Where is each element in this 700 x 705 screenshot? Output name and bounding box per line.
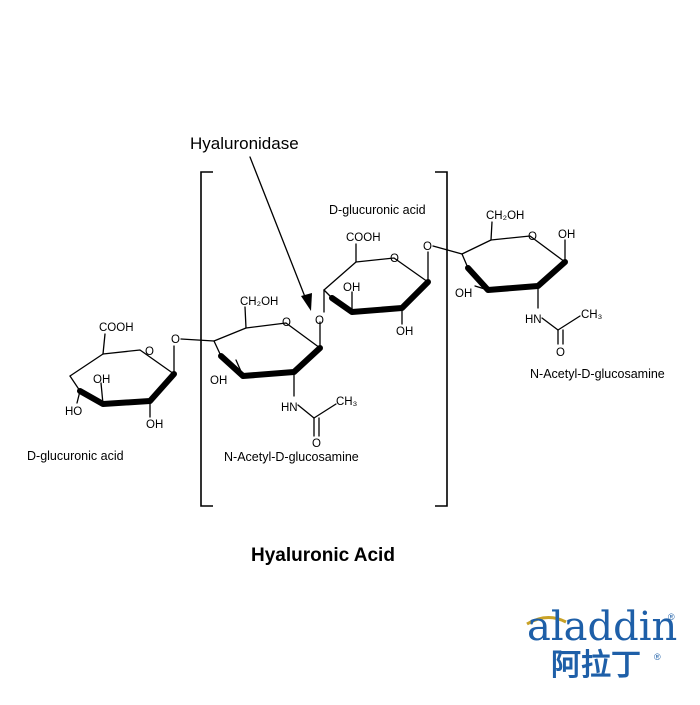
logo-cjk-text: 阿拉丁 — [551, 648, 641, 683]
label-acetylglucosamine-1: N-Acetyl-D-glucosamine — [224, 450, 359, 464]
ring-glucuronic-acid-2: COOH O OH OH D-glucuronic acid — [323, 203, 431, 338]
label-acetylglucosamine-2: N-Acetyl-D-glucosamine — [530, 367, 665, 381]
svg-text:CH₂OH: CH₂OH — [486, 210, 524, 222]
svg-text:OH: OH — [558, 229, 575, 241]
svg-text:OH: OH — [93, 374, 110, 386]
logo-swoosh — [526, 616, 567, 626]
svg-text:HN: HN — [281, 402, 298, 414]
svg-text:OH: OH — [343, 282, 360, 294]
svg-text:OH: OH — [396, 326, 413, 338]
svg-text:CH₂OH: CH₂OH — [240, 296, 278, 308]
svg-text:COOH: COOH — [99, 322, 134, 334]
svg-text:O: O — [390, 253, 399, 265]
svg-text:HN: HN — [525, 314, 542, 326]
svg-text:OH: OH — [146, 419, 163, 431]
right-bracket — [435, 171, 448, 507]
enzyme-label: Hyaluronidase — [190, 134, 299, 153]
svg-text:HO: HO — [65, 406, 82, 418]
logo-registered-mark: ® — [668, 612, 675, 622]
svg-text:O: O — [556, 347, 565, 359]
label-glucuronic-acid-1: D-glucuronic acid — [27, 449, 124, 463]
ring-acetylglucosamine-2: CH₂OH O OH OH HN CH₃ O N-Acetyl-D-glucos… — [455, 210, 665, 381]
svg-text:O: O — [282, 317, 291, 329]
svg-text:O: O — [528, 231, 537, 243]
logo-registered-mark-2: ® — [654, 652, 661, 662]
label-glucuronic-acid-2: D-glucuronic acid — [329, 203, 426, 217]
left-bracket — [200, 171, 213, 507]
aladdin-logo: aladdin ® 阿拉丁 ® — [526, 604, 677, 683]
svg-text:OH: OH — [455, 288, 472, 300]
cleavage-arrow — [249, 156, 308, 303]
svg-text:CH₃: CH₃ — [336, 396, 358, 408]
svg-text:OH: OH — [210, 375, 227, 387]
svg-text:CH₃: CH₃ — [581, 309, 603, 321]
diagram-title: Hyaluronic Acid — [251, 545, 395, 566]
ring-acetylglucosamine-1: CH₂OH O OH HN CH₃ O N-Acetyl-D-glucosami… — [210, 296, 359, 464]
cleavage-arrowhead — [301, 293, 312, 311]
svg-text:COOH: COOH — [346, 232, 381, 244]
glycosidic-oxygen-1: O — [171, 334, 180, 346]
svg-text:O: O — [145, 346, 154, 358]
ring-glucuronic-acid-1: COOH O OH HO OH D-glucuronic acid — [27, 322, 177, 463]
logo-latin-text: aladdin — [527, 604, 677, 650]
glycosidic-oxygen-3: O — [423, 241, 432, 253]
svg-text:O: O — [312, 438, 321, 450]
glycosidic-oxygen-2: O — [315, 315, 324, 327]
